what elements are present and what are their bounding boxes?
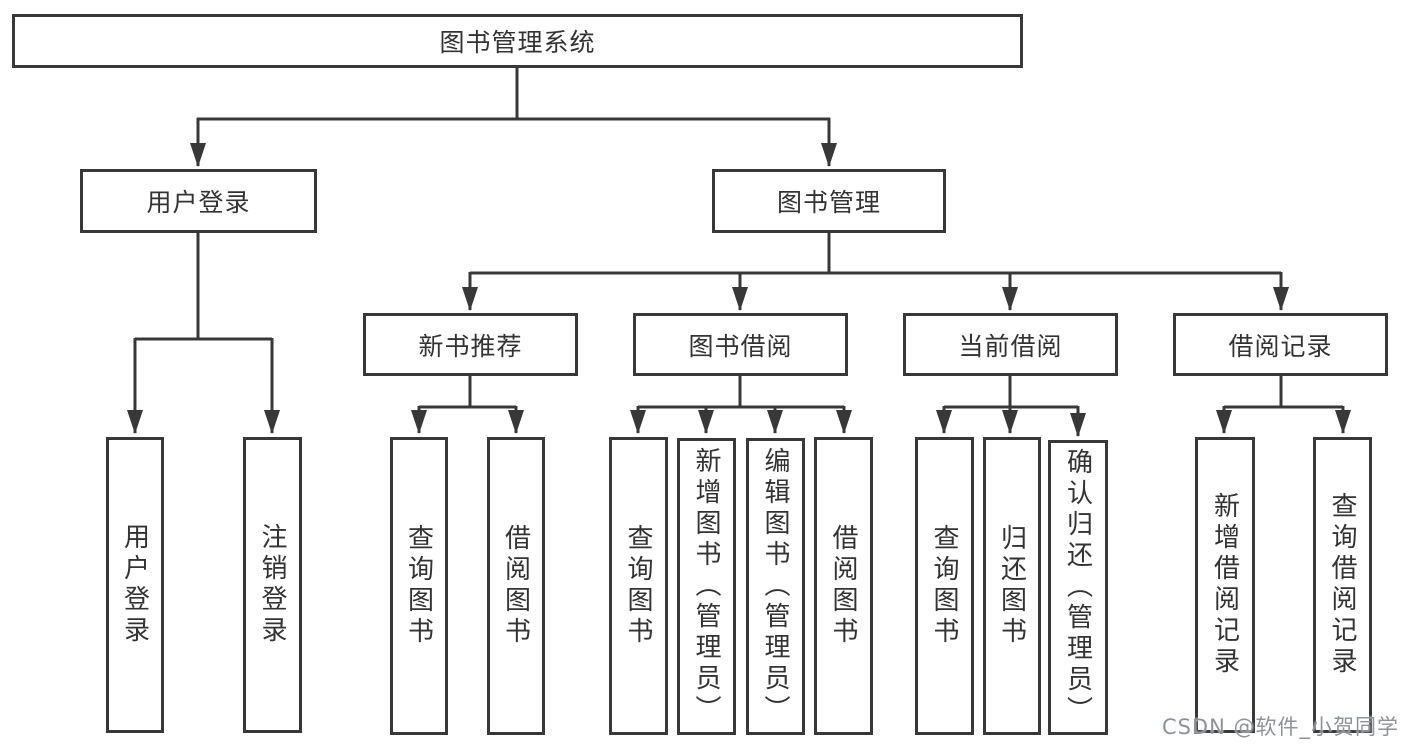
node-leaf-add-borrow-record-label: 新增借阅记录 (1209, 492, 1240, 678)
node-leaf-edit-book-admin: 编辑图书（管理员） (746, 438, 805, 735)
node-leaf-return-book-label: 归还图书 (996, 524, 1027, 648)
csdn-watermark: CSDN @软件_小贺同学 (1161, 715, 1399, 739)
node-leaf-query-book-current: 查询图书 (915, 437, 974, 735)
node-borrowing-records: 借阅记录 (1173, 313, 1388, 376)
node-user-login-label: 用户登录 (146, 188, 251, 217)
node-leaf-return-book: 归还图书 (983, 437, 1041, 735)
node-leaf-query-book-current-label: 查询图书 (929, 524, 959, 648)
node-leaf-add-book-admin-label: 新增图书（管理员） (691, 447, 721, 726)
node-leaf-borrow-book-recommend-label: 借阅图书 (500, 524, 531, 648)
node-leaf-query-borrow-record: 查询借阅记录 (1313, 437, 1372, 733)
node-user-login: 用户登录 (80, 169, 317, 233)
node-current-borrowing: 当前借阅 (903, 313, 1118, 376)
node-leaf-confirm-return-admin-label: 确认归还（管理员） (1062, 448, 1093, 727)
node-leaf-query-book-borrowing-label: 查询图书 (623, 524, 653, 648)
node-book-management: 图书管理 (712, 169, 946, 233)
node-leaf-borrow-book: 借阅图书 (814, 437, 873, 735)
node-leaf-add-book-admin: 新增图书（管理员） (677, 438, 736, 735)
node-leaf-borrow-book-recommend: 借阅图书 (487, 437, 545, 735)
node-leaf-confirm-return-admin: 确认归还（管理员） (1048, 440, 1108, 735)
node-leaf-query-book-borrowing: 查询图书 (609, 437, 668, 735)
node-leaf-logout-label: 注销登录 (257, 523, 287, 647)
node-leaf-add-borrow-record: 新增借阅记录 (1195, 437, 1255, 733)
node-leaf-user-login-label: 用户登录 (119, 523, 150, 647)
node-new-book-recommend: 新书推荐 (363, 313, 578, 376)
node-leaf-query-book-recommend-label: 查询图书 (403, 524, 434, 648)
node-book-borrowing-label: 图书借阅 (688, 331, 793, 361)
node-leaf-user-login: 用户登录 (106, 437, 164, 733)
node-system-root: 图书管理系统 (12, 14, 1023, 68)
node-new-book-recommend-label: 新书推荐 (418, 331, 523, 361)
node-system-root-label: 图书管理系统 (439, 28, 596, 57)
node-leaf-edit-book-admin-label: 编辑图书（管理员） (760, 447, 790, 726)
node-leaf-query-book-recommend: 查询图书 (390, 437, 448, 735)
node-book-management-label: 图书管理 (776, 188, 881, 217)
node-borrowing-records-label: 借阅记录 (1228, 331, 1333, 361)
node-current-borrowing-label: 当前借阅 (958, 331, 1063, 361)
node-leaf-logout: 注销登录 (243, 437, 302, 733)
node-book-borrowing: 图书借阅 (633, 313, 848, 376)
node-leaf-query-borrow-record-label: 查询借阅记录 (1327, 492, 1357, 678)
node-leaf-borrow-book-label: 借阅图书 (828, 524, 858, 648)
